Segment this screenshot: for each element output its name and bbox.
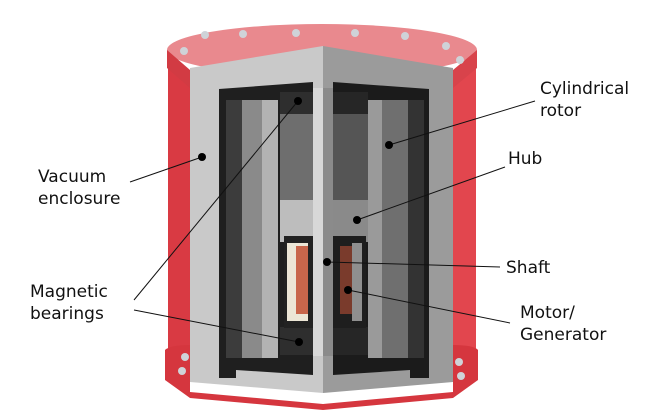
top-flange-edge: [167, 50, 190, 88]
enclosure-outer-left: [168, 60, 190, 385]
label-line: Cylindrical: [540, 79, 630, 99]
label-hub: Hub: [508, 149, 543, 169]
top-bearing-right: [333, 92, 368, 114]
label-vacuum-enclosure: Vacuum enclosure: [38, 166, 120, 210]
label-line: Vacuum: [38, 167, 107, 187]
label-line: Magnetic: [30, 282, 108, 302]
enclosure-outer-right: [453, 60, 476, 385]
motor-coil-right: [340, 246, 352, 314]
rotor-left-light: [262, 100, 278, 358]
motor-stator-right: [352, 243, 362, 321]
label-line: rotor: [540, 101, 582, 121]
callout-dots: [198, 97, 393, 346]
label-line: Motor/: [520, 303, 575, 323]
rotor-right-light: [368, 100, 382, 358]
rotor-left-outer: [226, 100, 242, 358]
hub-right-lower: [333, 200, 368, 242]
rotor-right-outer: [408, 100, 424, 358]
label-magnetic-bearings: Magnetic bearings: [30, 281, 108, 325]
shaft-right: [323, 88, 333, 356]
leader-lines: [129, 100, 536, 343]
shaft-left: [313, 88, 323, 356]
label-cylindrical-rotor: Cylindrical rotor: [540, 78, 629, 122]
label-line: bearings: [30, 304, 104, 324]
label-motor-generator: Motor/ Generator: [520, 302, 606, 346]
label-shaft: Shaft: [506, 258, 551, 278]
label-line: enclosure: [38, 189, 121, 209]
bottom-bearing-right: [333, 327, 368, 355]
motor-coil-left: [296, 246, 308, 314]
bolts: [178, 29, 465, 380]
top-flange-edge-right: [453, 50, 477, 88]
hub-left-lower: [280, 200, 313, 242]
label-line: Generator: [520, 325, 607, 345]
